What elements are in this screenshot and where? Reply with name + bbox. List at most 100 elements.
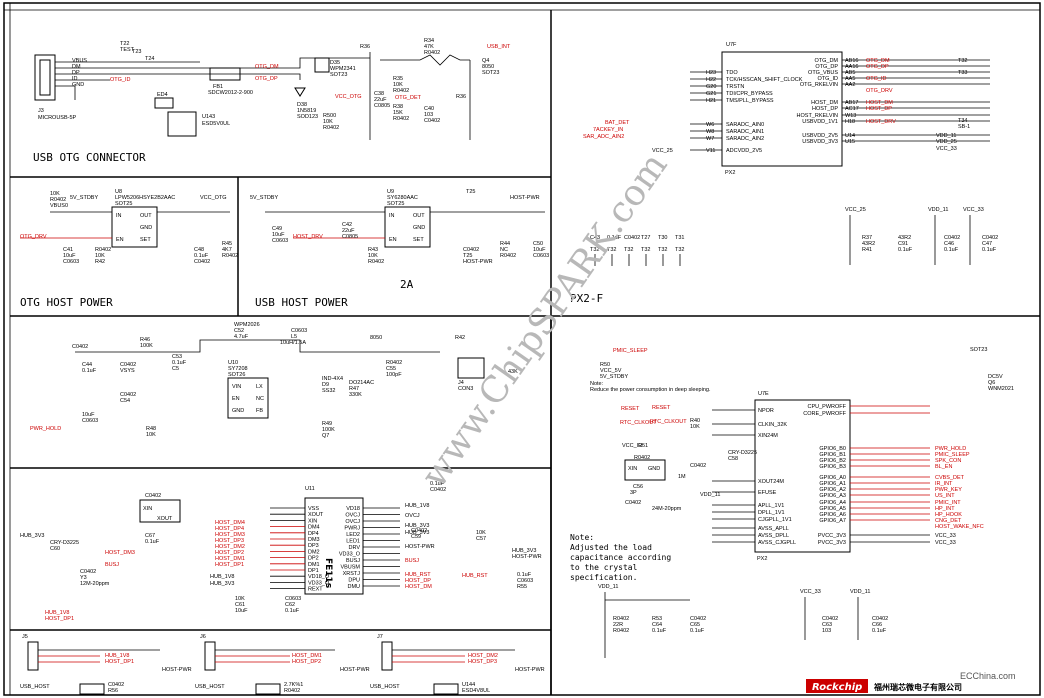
u11-net-right-8: HOST_DM — [405, 584, 432, 590]
u7f-pin-left-2: TRSTN — [726, 84, 744, 90]
section-title-otg-host-power: OTG HOST POWER — [20, 296, 113, 309]
u11-pin-left-1: XOUT — [308, 512, 324, 518]
c64-ref: R0402 — [613, 616, 629, 622]
u7f-pin-left-4: TMS/PLL_BYPASS — [726, 98, 774, 104]
u7e-net-right-9: HP_INT — [935, 506, 955, 512]
r37-ref: T32 — [958, 58, 967, 64]
u11-net-right-1: OVCJ — [405, 513, 420, 519]
c42-ref: C49 — [272, 226, 282, 232]
r500-pkg: R0402 — [323, 125, 339, 131]
rockchip-logo: Rockchip — [812, 682, 862, 693]
j3-pin-dp: DP — [72, 70, 80, 76]
j6-ref: J6 — [200, 634, 206, 640]
c38-ref: C38 — [374, 91, 384, 97]
c65-ref: R53 — [652, 616, 662, 622]
u7e-pin-right-3: GPIO6_B1 — [819, 452, 846, 458]
c43-pkg: C0603 — [533, 253, 549, 259]
u7f-pin-left-0: TDO — [726, 70, 738, 76]
j3-pin-vbus: VBUS — [72, 58, 87, 64]
y2-pin-gnd: GND — [648, 466, 660, 472]
q4-part: 8050 — [482, 64, 494, 70]
net-j6-dm: HOST_DP2 — [292, 659, 321, 665]
u7f-pin-right-1: OTG_DP — [815, 64, 838, 70]
wire-gnd — [55, 85, 76, 100]
u7f-ball-left-0: H23 — [706, 70, 716, 76]
u11-body — [304, 497, 364, 595]
c45-pkg: R0402 — [368, 259, 384, 265]
c91-pkg: R41 — [862, 247, 872, 253]
u7e-pin-left-8: AVSS_APLL — [758, 526, 789, 532]
j7-type: USB_HOST — [370, 684, 400, 690]
q7-ref: R48 — [146, 426, 156, 432]
crystal-note: Note: Adjusted the load capacitance acco… — [570, 533, 671, 582]
u7f-pin-right-3: OTG_ID — [818, 76, 839, 82]
u7e-pin-left-5: APLL_1V1 — [758, 503, 784, 509]
r49-val: C0603 — [82, 418, 98, 424]
u11-hub-block: U11 FE11s VSSXOUTXINDM4DP4DM3DP3DM2DP2DM… — [20, 481, 542, 622]
q6-ref: R50 — [600, 362, 610, 368]
u7e-pin-right-9: GPIO6_A3 — [819, 493, 846, 499]
test-point-type-4: T32 — [658, 247, 667, 253]
u10-pin-fb: FB — [256, 408, 263, 414]
r56-val: C62 — [285, 602, 295, 608]
net-vdd11-decap: VDD_11 — [928, 207, 948, 213]
y2-pin-xin: XIN — [628, 466, 637, 472]
u11-pin-left-6: DP3 — [308, 543, 319, 549]
u144-part: R56 — [108, 688, 118, 694]
c67-pkg: 0.1uF — [872, 628, 887, 634]
r35-val: 10K — [393, 82, 403, 88]
r48-val: C54 — [120, 398, 130, 404]
u8-pin-gnd: GND — [140, 225, 152, 231]
net-otg-drv: OTG_DRV — [20, 234, 47, 240]
c60-ref: C0402 — [80, 569, 96, 575]
u7e-pin-left-1: CLKIN_32K — [758, 422, 787, 428]
u11-nets-left: HOST_DM4HOST_DP4HOST_DM3HOST_DP3HOST_DM2… — [215, 520, 245, 568]
u7f-pin-right-8: USBVDD_1V1 — [802, 119, 838, 125]
net-busj-left: HOST_DM3 — [105, 550, 135, 556]
u7f-net-right-2: OTG_ID — [866, 76, 887, 82]
r54-val: C60 — [50, 546, 60, 552]
j5-ref: J5 — [22, 634, 28, 640]
net-otg-dm: OTG_DM — [255, 64, 279, 70]
r36-ref: R36 — [456, 94, 466, 100]
c60-pkg: 12M-20ppm — [80, 581, 110, 587]
c45-ref: R43 — [368, 247, 378, 253]
px2f-decoupling: VCC_25 VDD_11 VCC_33 R37 43R2 R41 43R2 C… — [845, 207, 998, 265]
u7e-net-right-12: HOST_WAKE_NFC — [935, 524, 984, 530]
u7f-ball-right-7: W13 — [845, 113, 856, 119]
c38-pkg: C0805 — [374, 103, 390, 109]
d38-part: 1N5819 — [297, 108, 316, 114]
net-host-drv: HOST_DRV — [293, 234, 323, 240]
u7e-pin-right-7: GPIO6_A1 — [819, 481, 846, 487]
section-title-px2f: PX2-F — [570, 292, 603, 305]
net-j7-dp: HOST_DM2 — [468, 653, 498, 659]
c53-val: VSYS — [120, 368, 135, 374]
r43-val: 22uF — [342, 228, 355, 234]
c47-val: C46 — [944, 241, 954, 247]
c65-pkg: 0.1uF — [652, 628, 667, 634]
u7e-pin-right-0: CPU_PWROFF — [808, 404, 847, 410]
u7e-pin-left-6: DPLL_1V1 — [758, 510, 785, 516]
u7e-right-pins: CPU_PWROFFCORE_PWROFFGPIO6_B0GPIO6_B1GPI… — [803, 404, 930, 546]
net-sar-adc: SAR_ADC_AIN2 — [583, 134, 624, 140]
net-reset-label: RESET — [621, 406, 640, 412]
u11-left-pins: VSSXOUTXINDM4DP4DM3DP3DM2DP2DM1DP1VD18_O… — [270, 506, 330, 593]
u11-pin-right-5: LED1 — [346, 539, 360, 545]
c46-pkg: 0.1uF — [898, 247, 913, 253]
net-hub-1v8-left: HUB_1V8 — [210, 574, 234, 580]
u7e-pin-right-13: GPIO6_A7 — [819, 518, 846, 524]
c5-ref: R46 — [140, 337, 150, 343]
u9-pkg: SOT25 — [387, 201, 404, 207]
u7f-ball-right-6: AC17 — [845, 106, 859, 112]
u11-net-left-2: HOST_DM3 — [215, 532, 245, 538]
u11-pin-right-6: DRV — [348, 545, 360, 551]
net-j5-hostpwr: HOST-PWR — [162, 667, 192, 673]
u7f-ball-right-8: H18 — [845, 119, 855, 125]
test-point-type-3: T32 — [641, 247, 650, 253]
c55-val: R47 — [349, 386, 359, 392]
r53-ref: 1M — [678, 474, 686, 480]
c49-pkg: R0402 — [222, 253, 238, 259]
net-hub-3v3-left: HUB_3V3 — [20, 533, 44, 539]
net-host-dm1: HOST_DP1 — [45, 616, 74, 622]
u7e-net-right-13: VCC_33 — [935, 533, 956, 539]
